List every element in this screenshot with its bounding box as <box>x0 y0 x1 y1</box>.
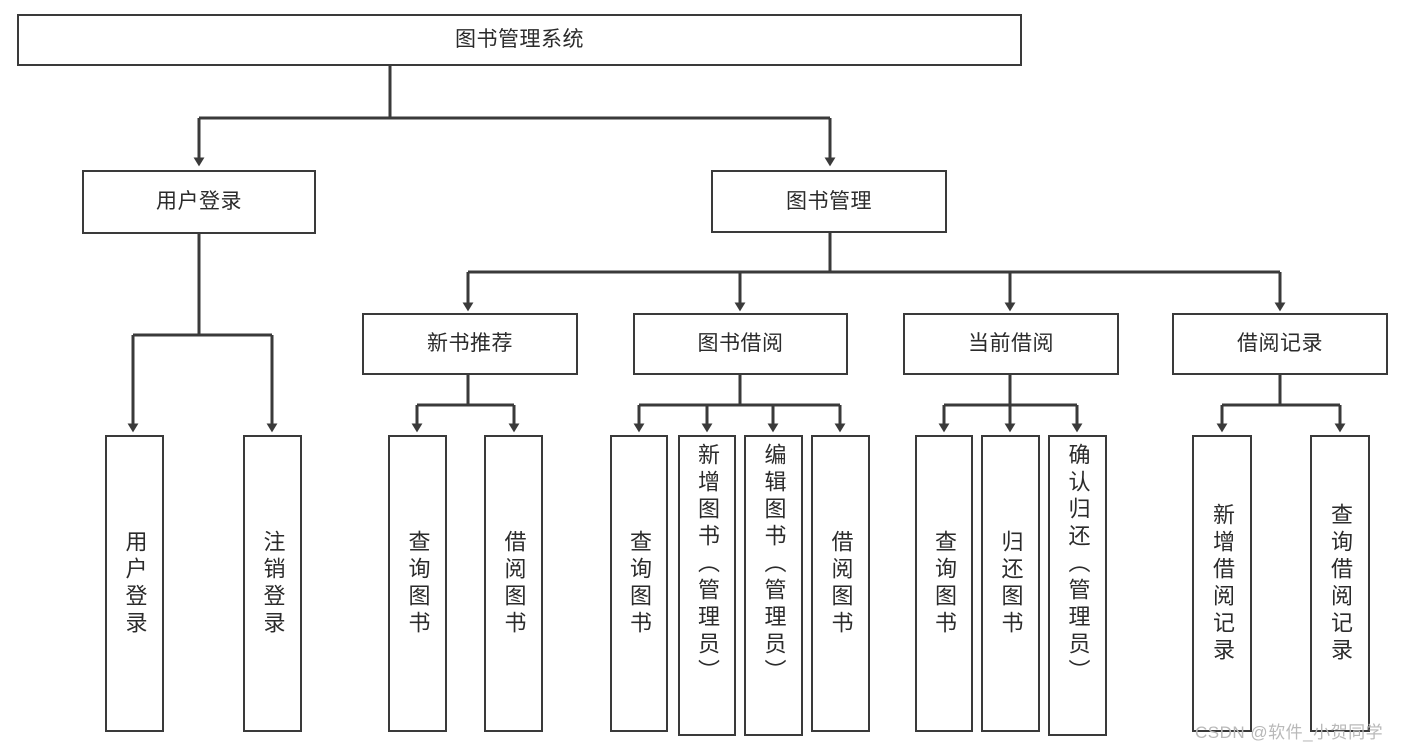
leaf-borrow-book-1[interactable]: 借阅图书 <box>484 435 543 732</box>
node-book-borrow[interactable]: 图书借阅 <box>633 313 848 375</box>
leaf-add-record[interactable]: 新增借阅记录 <box>1192 435 1252 732</box>
node-new-book-recommend-label: 新书推荐 <box>427 332 513 356</box>
node-current-borrow[interactable]: 当前借阅 <box>903 313 1119 375</box>
csdn-watermark: CSDN @软件_小贺同学 <box>1195 723 1384 742</box>
leaf-query-record[interactable]: 查询借阅记录 <box>1310 435 1370 732</box>
leaf-edit-book-label: 编辑图书（管理员） <box>761 443 787 686</box>
leaf-user-login-label: 用户登录 <box>122 529 148 638</box>
node-user-login-label: 用户登录 <box>156 190 242 214</box>
node-borrow-record[interactable]: 借阅记录 <box>1172 313 1388 375</box>
leaf-confirm-return-label: 确认归还（管理员） <box>1065 443 1091 686</box>
leaf-add-book[interactable]: 新增图书（管理员） <box>678 435 736 736</box>
leaf-logout-label: 注销登录 <box>260 529 286 638</box>
leaf-confirm-return[interactable]: 确认归还（管理员） <box>1048 435 1107 736</box>
leaf-logout[interactable]: 注销登录 <box>243 435 302 732</box>
leaf-borrow-book-1-label: 借阅图书 <box>501 529 527 638</box>
leaf-user-login[interactable]: 用户登录 <box>105 435 164 732</box>
node-new-book-recommend[interactable]: 新书推荐 <box>362 313 578 375</box>
node-borrow-record-label: 借阅记录 <box>1237 332 1323 356</box>
leaf-return-book-label: 归还图书 <box>998 529 1024 638</box>
leaf-add-book-label: 新增图书（管理员） <box>695 443 720 686</box>
leaf-query-book-1[interactable]: 查询图书 <box>388 435 447 732</box>
leaf-edit-book[interactable]: 编辑图书（管理员） <box>744 435 803 736</box>
leaf-borrow-book-2[interactable]: 借阅图书 <box>811 435 870 732</box>
leaf-return-book[interactable]: 归还图书 <box>981 435 1040 732</box>
node-user-login[interactable]: 用户登录 <box>82 170 316 234</box>
node-root-label: 图书管理系统 <box>455 28 584 52</box>
leaf-borrow-book-2-label: 借阅图书 <box>828 529 854 638</box>
node-book-manage[interactable]: 图书管理 <box>711 170 947 233</box>
node-book-borrow-label: 图书借阅 <box>697 332 784 356</box>
leaf-query-book-3-label: 查询图书 <box>932 529 957 638</box>
node-book-manage-label: 图书管理 <box>786 189 872 213</box>
leaf-query-book-2-label: 查询图书 <box>627 529 652 638</box>
leaf-query-book-3[interactable]: 查询图书 <box>915 435 973 732</box>
leaf-query-record-label: 查询借阅记录 <box>1328 502 1353 665</box>
node-current-borrow-label: 当前借阅 <box>968 332 1054 356</box>
leaf-query-book-2[interactable]: 查询图书 <box>610 435 668 732</box>
node-root[interactable]: 图书管理系统 <box>17 14 1022 66</box>
leaf-query-book-1-label: 查询图书 <box>405 529 431 638</box>
leaf-add-record-label: 新增借阅记录 <box>1210 502 1235 665</box>
